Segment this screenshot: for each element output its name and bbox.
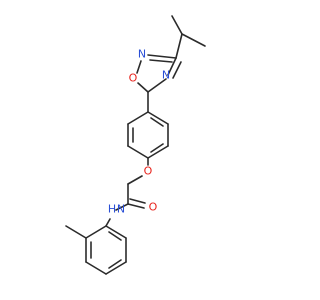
bond-n2-c3 — [147, 54, 177, 59]
amide-nitrogen-label: N — [117, 203, 125, 216]
bond-carbonyl-to-n — [115, 203, 129, 211]
bond-isopropyl-to-ring — [175, 33, 183, 59]
bond-isopropyl-c1-c2 — [181, 33, 206, 47]
bond-ph1-double-1 — [150, 117, 164, 127]
bond-c3-n4-double — [172, 61, 182, 79]
bond-c-o-carbonyl-double — [129, 198, 146, 204]
bond-isopropyl-c1-c3 — [171, 15, 183, 35]
bond-ph1-f — [127, 111, 149, 125]
amide-hydrogen-label: H — [108, 203, 116, 216]
bond-c5-o1 — [137, 82, 149, 93]
bond-tol-c — [105, 261, 127, 275]
isopropyl-group — [171, 15, 206, 59]
oxadiazole-oxygen-label: O — [129, 72, 138, 85]
bond-ph1-c — [147, 145, 169, 159]
bond-tol-double-2 — [108, 259, 122, 269]
oxadiazole-nitrogen4-label: N — [162, 69, 170, 82]
bond-ph1-a — [147, 111, 169, 125]
oxadiazole-nitrogen2-label: N — [138, 48, 146, 61]
bond-ph1-double-2 — [150, 143, 164, 153]
bond-tol-f — [85, 225, 107, 239]
oxadiazole-ring — [136, 54, 182, 93]
phenylene-ring — [127, 111, 169, 159]
bond-c-o-carbonyl — [127, 203, 145, 209]
bond-c3-n4 — [167, 57, 177, 76]
bond-ether-o-to-ch2 — [127, 175, 143, 185]
ether-oxygen-label: O — [144, 165, 153, 178]
bond-n-to-tolyl — [105, 218, 111, 227]
tolyl-ring — [85, 225, 127, 275]
bond-ph1-d — [127, 145, 149, 159]
carbonyl-oxygen-label: O — [149, 201, 158, 214]
bond-tol-d — [85, 261, 107, 275]
bond-o1-n2 — [136, 60, 142, 74]
molecule-diagram: O N N O O H N — [65, 15, 206, 275]
bond-n4-c5 — [147, 78, 167, 93]
bond-tol-a — [105, 225, 127, 239]
bond-tol-double-1 — [108, 231, 122, 241]
bond-tolyl-methyl — [65, 225, 87, 239]
carbonyl-group — [127, 198, 146, 209]
bond-n2-c3-double — [149, 59, 173, 63]
